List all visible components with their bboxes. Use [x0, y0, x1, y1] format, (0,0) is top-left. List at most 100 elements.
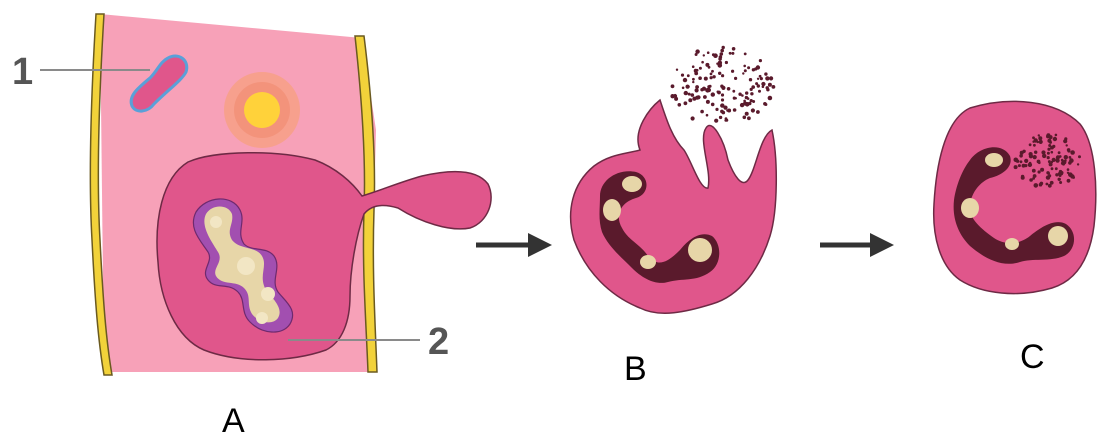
granule-dot: [687, 74, 690, 77]
granule-dot: [695, 88, 699, 92]
granule-dot: [764, 103, 767, 106]
granule-dot: [727, 87, 731, 91]
granule-dot: [706, 100, 710, 104]
granule-dot: [692, 65, 695, 68]
granule-dot: [703, 95, 707, 99]
granule-dot: [734, 77, 737, 80]
granule-dot: [692, 78, 695, 81]
granule-dot: [714, 119, 718, 123]
granule-dot: [758, 90, 761, 93]
granule-dot: [1014, 165, 1018, 169]
granule-dot: [1055, 134, 1058, 137]
granule-dot: [1040, 182, 1044, 186]
granule-dot: [1039, 140, 1043, 144]
granule-dot: [1067, 148, 1071, 152]
nucleus-lobe-b: [603, 199, 621, 221]
granule-dot: [705, 63, 709, 67]
granule-dot: [744, 69, 747, 72]
granule-dot: [1048, 144, 1051, 147]
granule-dot: [691, 93, 695, 97]
granule-dot: [762, 85, 765, 88]
nucleus-lobe-b: [640, 255, 656, 269]
nucleus-lobe: [210, 216, 222, 228]
platelet-core: [244, 92, 280, 128]
granule-dot: [1050, 181, 1054, 185]
granule-dot: [674, 97, 678, 101]
granule-dot: [1022, 164, 1026, 168]
granule-dot: [1034, 151, 1037, 154]
nucleus-lobe-c: [961, 198, 979, 218]
granule-dot: [711, 92, 715, 96]
granule-dot: [1033, 155, 1037, 159]
granule-dot: [757, 84, 760, 87]
granule-dot: [720, 110, 724, 114]
granule-dot: [724, 106, 727, 109]
granule-dot: [1034, 138, 1038, 142]
nucleus-lobe-c: [985, 153, 1003, 167]
granule-dot: [692, 97, 696, 101]
granule-dot: [707, 51, 710, 54]
granule-dot: [750, 92, 753, 95]
granule-dot: [1046, 171, 1049, 174]
nucleus-lobe-c: [1005, 238, 1019, 250]
granule-dot: [718, 72, 721, 75]
granule-dot: [741, 94, 744, 97]
granule-dot: [1034, 183, 1039, 188]
granule-dot: [721, 98, 724, 101]
panel-b: B: [571, 46, 777, 388]
granule-dot: [743, 100, 746, 103]
granule-dot: [731, 52, 734, 55]
granule-dot: [745, 112, 749, 116]
granule-dot: [1021, 175, 1024, 178]
granule-dot: [1047, 152, 1050, 155]
granule-dot: [745, 91, 748, 94]
granule-dot: [1059, 181, 1062, 184]
granule-dot: [698, 76, 702, 80]
granule-dot: [1038, 170, 1041, 173]
granule-dot: [684, 91, 688, 95]
right-arrow-icon: [820, 233, 894, 257]
granule-dot: [764, 72, 767, 75]
granule-dot: [726, 109, 728, 111]
right-arrow-icon: [476, 233, 552, 257]
granule-dot: [757, 78, 759, 80]
granule-dot: [706, 88, 711, 93]
granule-dot: [720, 85, 723, 88]
granule-dot: [692, 81, 694, 83]
granule-dot: [749, 78, 752, 81]
granule-dot: [751, 108, 755, 112]
granule-dot: [704, 77, 708, 81]
granule-dot: [711, 70, 714, 73]
granule-dot: [1014, 158, 1019, 163]
granule-dot: [1046, 183, 1049, 186]
granule-dot: [751, 85, 755, 89]
marker-2-label: 2: [428, 321, 449, 363]
released-granules: [670, 46, 775, 123]
granule-dot: [1038, 136, 1042, 140]
granule-dot: [743, 116, 747, 120]
granule-dot: [676, 69, 678, 71]
granule-dot: [759, 75, 762, 78]
granule-dot: [1020, 160, 1023, 163]
granule-dot: [752, 100, 755, 103]
granule-dot: [700, 110, 704, 114]
granule-dot: [725, 119, 728, 122]
granule-dot: [1038, 134, 1040, 136]
granule-dot: [742, 72, 744, 74]
granule-dot: [748, 102, 751, 105]
granule-dot: [1056, 155, 1060, 159]
granule-dot: [1029, 143, 1032, 146]
nucleus-lobe-b: [622, 176, 642, 192]
granule-dot: [706, 114, 709, 117]
nucleus-lobe-c: [1048, 226, 1068, 246]
granule-dot: [768, 83, 772, 87]
granule-dot: [1038, 162, 1041, 165]
panel-a-label: A: [222, 402, 245, 439]
granule-dot: [756, 110, 760, 114]
nucleus-lobe: [256, 312, 268, 324]
granule-dot: [703, 54, 705, 56]
granule-dot: [719, 55, 723, 59]
nucleus-lobe: [261, 287, 275, 301]
granule-dot: [686, 85, 690, 89]
